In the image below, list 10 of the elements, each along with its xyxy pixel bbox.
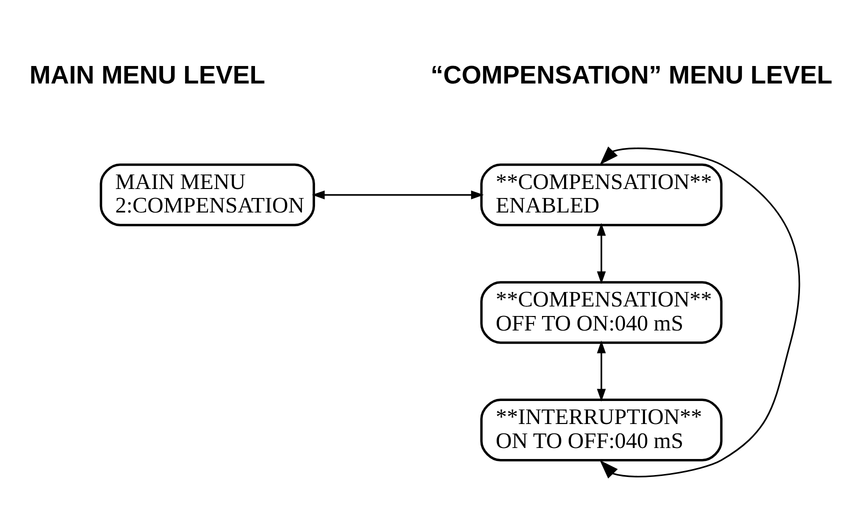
- arrow: [312, 190, 484, 200]
- node-box: MAIN MENU 2:COMPENSATION: [100, 164, 316, 226]
- label: MAIN MENU LEVEL: [29, 61, 266, 90]
- label: “COMPENSATION” MENU LEVEL: [430, 61, 832, 90]
- arrow: [596, 340, 606, 402]
- arrow: [596, 222, 606, 284]
- node-box: **INTERRUPTION** ON TO OFF:040 mS: [480, 398, 723, 462]
- node-box: **COMPENSATION** OFF TO ON:040 mS: [480, 281, 723, 344]
- node-box: **COMPENSATION** ENABLED: [480, 164, 723, 226]
- arrow: [600, 146, 800, 478]
